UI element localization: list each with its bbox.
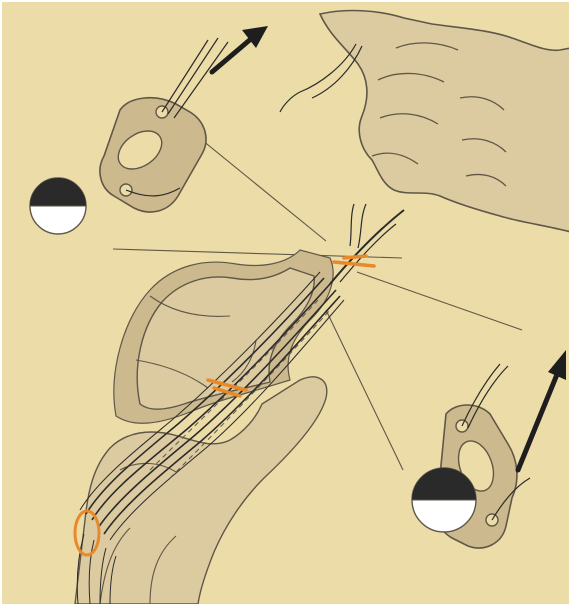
bone-disc-bottom-right (412, 468, 476, 532)
bone-disc-top-left (30, 178, 86, 234)
highlight-marker-top-b (344, 256, 366, 258)
